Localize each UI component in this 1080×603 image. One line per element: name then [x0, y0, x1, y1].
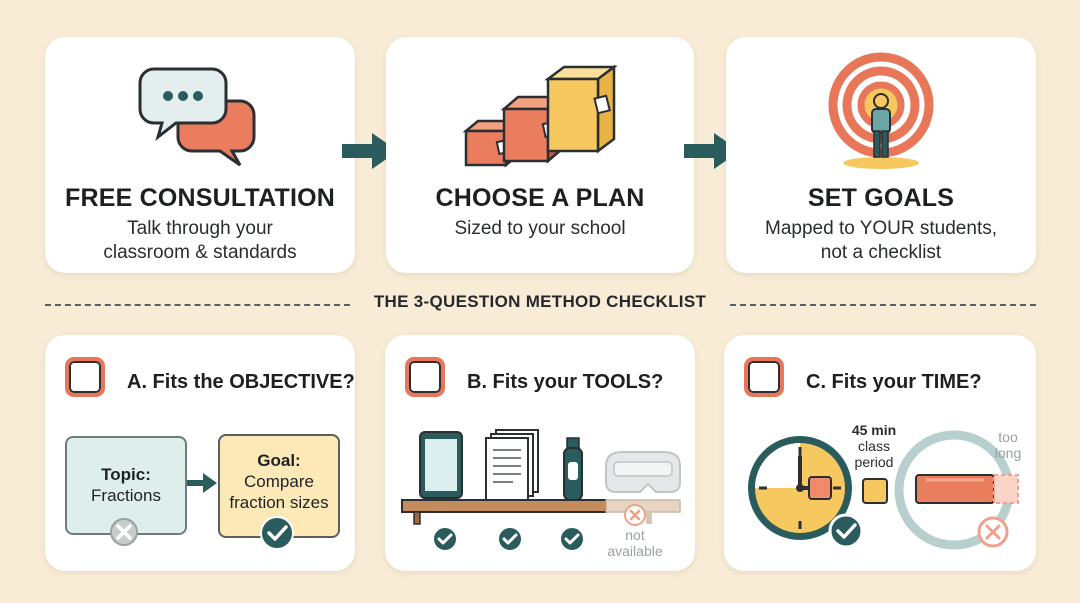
checkbox-objective[interactable]	[65, 357, 105, 397]
checkbox-time[interactable]	[744, 357, 784, 397]
x-mark-icon	[624, 504, 646, 526]
worksheets-icon	[485, 429, 539, 501]
clock-icon	[748, 436, 852, 540]
marker-icon	[563, 437, 583, 501]
arrow-right-icon	[187, 473, 217, 493]
period-block-icon	[862, 478, 888, 504]
step-description: Sized to your school	[454, 218, 626, 239]
step-title: FREE CONSULTATION	[64, 184, 336, 212]
checklist-title: THE 3-QUESTION METHOD CHECKLIST	[373, 292, 707, 311]
check-circle-icon	[828, 513, 864, 549]
checklist-heading: C. Fits your TIME?	[806, 371, 982, 393]
step-title: SET GOALS	[807, 184, 955, 212]
too-long-label: too long	[994, 429, 1022, 461]
step-description: Mapped to YOUR students, not a checklist	[765, 218, 997, 263]
unavailable-label: not available	[607, 527, 663, 559]
x-mark-icon	[110, 518, 138, 546]
check-circle-icon	[432, 526, 458, 552]
check-circle-icon	[559, 526, 585, 552]
vr-headset-icon	[605, 451, 681, 493]
step-card-goals: SET GOALS Mapped to YOUR students, not a…	[726, 37, 1036, 273]
topic-label: Topic:	[101, 465, 151, 484]
check-circle-icon	[260, 516, 294, 550]
goal-value: Compare	[244, 472, 314, 491]
section-divider-right	[730, 304, 1036, 306]
period-label: 45 min class period	[851, 422, 897, 470]
check-circle-icon	[497, 526, 523, 552]
step-description: Talk through your classroom & standards	[103, 218, 297, 263]
target-icon	[828, 52, 934, 169]
tablet-icon	[419, 431, 463, 499]
tools-shelf	[401, 429, 681, 525]
checklist-heading: A. Fits the OBJECTIVE?	[127, 371, 355, 393]
x-mark-icon	[977, 516, 1009, 548]
sized-boxes-icon	[462, 64, 618, 168]
checklist-heading: B. Fits your TOOLS?	[467, 371, 664, 393]
step-title: CHOOSE A PLAN	[435, 184, 645, 212]
overflow-clock-icon	[894, 430, 1019, 550]
step-card-plan: CHOOSE A PLAN Sized to your school	[386, 37, 694, 273]
section-divider-left	[45, 304, 350, 306]
goal-value: fraction sizes	[229, 493, 329, 512]
arrow-right-icon	[342, 133, 398, 169]
chat-bubbles-icon	[138, 67, 256, 167]
checkbox-tools[interactable]	[405, 357, 445, 397]
topic-value: Fractions	[91, 486, 161, 505]
goal-label: Goal:	[257, 451, 301, 470]
step-card-consultation: FREE CONSULTATION Talk through your clas…	[45, 37, 355, 273]
